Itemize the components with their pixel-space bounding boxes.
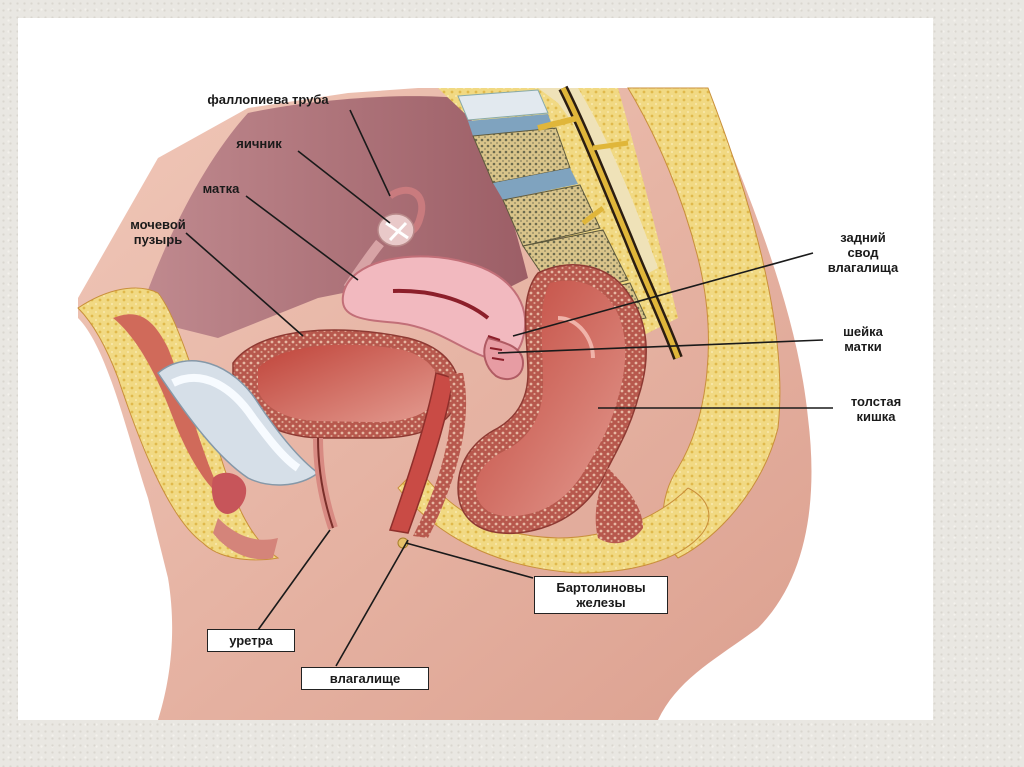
label-urethra: уретра	[207, 629, 295, 652]
label-cervix: шейка матки	[823, 324, 903, 354]
label-bartholin-glands: Бартолиновы железы	[534, 576, 668, 614]
label-bladder: мочевой пузырь	[118, 217, 198, 247]
label-colon: толстая кишка	[836, 394, 916, 424]
anatomy-illustration	[18, 18, 933, 720]
label-vagina: влагалище	[301, 667, 429, 690]
label-posterior-fornix: задний свод влагалища	[813, 230, 913, 275]
label-ovary: яичник	[214, 136, 304, 151]
label-uterus: матка	[186, 181, 256, 196]
label-fallopian-tube: фаллопиева труба	[168, 92, 368, 107]
diagram-slide: фаллопиева труба яичник матка мочевой пу…	[18, 18, 933, 720]
bladder-lumen	[258, 345, 439, 422]
